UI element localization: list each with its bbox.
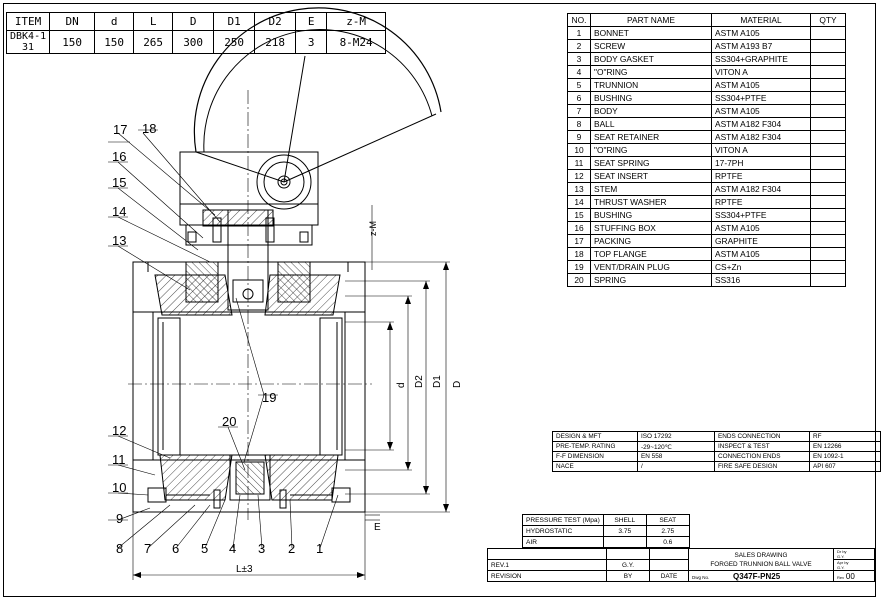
dim-label-E: E: [374, 522, 381, 533]
callout-8: 8: [116, 541, 123, 556]
dim-label-D: D: [452, 381, 463, 388]
drawing-border: [3, 3, 876, 597]
callout-1: 1: [316, 541, 323, 556]
dim-label-D1: D1: [432, 375, 443, 388]
callout-12: 12: [112, 423, 126, 438]
title-product-name: FORGED TRUNNION BALL VALVE: [710, 560, 812, 568]
dim-label-L: L±3: [236, 564, 253, 575]
callout-19: 19: [262, 390, 276, 405]
parts-cell-name: SPRING: [590, 273, 712, 287]
spec-item-line1: DBK4-1: [10, 31, 47, 43]
title-rev-label2: Rev: [837, 574, 845, 580]
handwheel-arc-inner: [203, 29, 433, 153]
title-app-by: Apr by: [837, 560, 849, 566]
parts-cell-qty: [810, 273, 846, 287]
callout-10: 10: [112, 480, 126, 495]
title-dwg-no-label: Dwg No.: [692, 574, 710, 580]
callout-20: 20: [222, 414, 236, 429]
title-block: SALES DRAWING FORGED TRUNNION BALL VALVE…: [487, 548, 875, 582]
callout-2: 2: [288, 541, 295, 556]
spec-header-dn: DN: [49, 12, 96, 31]
callout-9: 9: [116, 511, 123, 526]
spec-cell-l: 265: [133, 30, 174, 54]
dimension-table: ITEM DN d L D D1 D2 E z-M DBK4-1 31 150 …: [5, 12, 387, 54]
spec-item-line2: 31: [22, 42, 35, 53]
design-property-value2: API 607: [809, 461, 881, 472]
title-rev-value: 00: [845, 571, 855, 581]
title-by: BY: [606, 570, 650, 582]
spec-cell-e: 3: [295, 30, 328, 54]
callout-13: 13: [112, 233, 126, 248]
test-air-seat: 0.6: [645, 536, 690, 548]
callout-11: 11: [112, 452, 126, 467]
spec-cell-d-outer: 300: [172, 30, 215, 54]
seat-left: [157, 317, 181, 456]
seat-right: [319, 317, 343, 456]
handwheel-hub: [256, 154, 312, 210]
callout-15: 15: [112, 175, 126, 190]
handwheel-arc: [193, 7, 442, 153]
spec-header-z-m: z-M: [326, 12, 387, 31]
callout-18: 18: [142, 121, 156, 136]
spec-cell-item: DBK4-1 31: [5, 30, 51, 54]
callout-17: 17: [113, 122, 127, 137]
dim-label-d: d: [396, 382, 407, 388]
title-dr-name: G.Y.: [837, 554, 845, 559]
dim-label-D2: D2: [414, 375, 425, 388]
trunnion-bottom: [229, 454, 271, 501]
title-dwg-no: Q347F-PN25: [733, 571, 781, 581]
dim-label-z-m: z-M: [368, 221, 378, 236]
callout-3: 3: [258, 541, 265, 556]
callout-14: 14: [112, 204, 126, 219]
spec-cell-dn: 150: [49, 30, 96, 54]
callout-6: 6: [172, 541, 179, 556]
handwheel-spoke: [195, 151, 285, 183]
title-dr-by: Dr by: [837, 549, 847, 555]
title-app-name: G.Y.: [837, 565, 845, 570]
callout-4: 4: [229, 541, 236, 556]
callout-5: 5: [201, 541, 208, 556]
title-sales-drawing: SALES DRAWING: [734, 551, 788, 559]
callout-7: 7: [144, 541, 151, 556]
callout-16: 16: [112, 149, 126, 164]
pressure-test-table: PRESSURE TEST (Mpa) SHELL SEAT HYDROSTAT…: [522, 514, 690, 548]
